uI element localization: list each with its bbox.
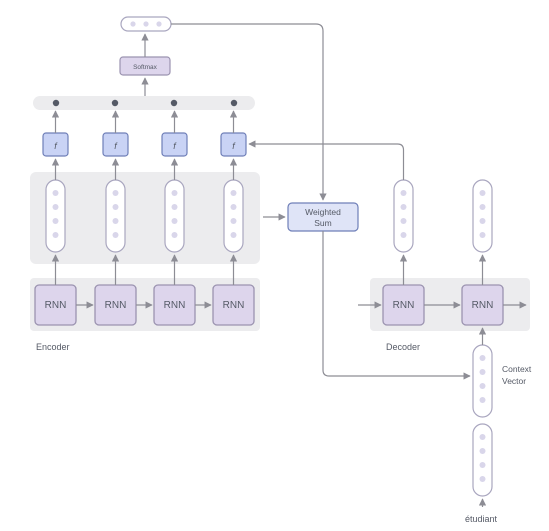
rnn-label: RNN xyxy=(45,300,67,311)
attention-dot xyxy=(230,99,238,107)
weighted-sum-label-1: Weighted xyxy=(305,207,341,217)
decoder-hidden-vector xyxy=(393,179,414,253)
rnn-label: RNN xyxy=(223,300,245,311)
score-label: f xyxy=(173,141,177,151)
score-box: f xyxy=(42,132,69,157)
input-embedding-vector xyxy=(472,423,493,497)
context-vector xyxy=(472,344,493,418)
rnn-label: RNN xyxy=(105,300,127,311)
softmax-box: Softmax xyxy=(119,56,171,76)
encoder-rnn-box: RNN xyxy=(153,284,196,326)
decoder-rnn-box: RNN xyxy=(382,284,425,326)
rnn-label: RNN xyxy=(472,300,494,311)
weighted-sum-label-2: Sum xyxy=(314,218,331,228)
encoder-hidden-vector xyxy=(164,179,185,253)
score-box: f xyxy=(220,132,247,157)
encoder-hidden-panel xyxy=(30,172,260,264)
context-vector-label-2: Vector xyxy=(502,376,526,386)
score-box: f xyxy=(102,132,129,157)
encoder-rnn-box: RNN xyxy=(34,284,77,326)
attention-dot xyxy=(52,99,60,107)
context-vector-label-1: Context xyxy=(502,364,532,374)
score-label: f xyxy=(54,141,58,151)
softmax-label: Softmax xyxy=(133,64,158,71)
arrow-icon xyxy=(51,23,527,507)
decoder-label: Decoder xyxy=(386,342,420,352)
encoder-label: Encoder xyxy=(36,342,70,352)
decoder-hidden-vector xyxy=(472,179,493,253)
score-box: f xyxy=(161,132,188,157)
input-word-label: étudiant xyxy=(465,514,498,524)
score-label: f xyxy=(114,141,118,151)
rnn-label: RNN xyxy=(393,300,415,311)
encoder-hidden-vector xyxy=(45,179,66,253)
attention-dot xyxy=(111,99,119,107)
attention-dot xyxy=(170,99,178,107)
attention-dots-bar xyxy=(33,96,255,110)
encoder-rnn-box: RNN xyxy=(94,284,137,326)
encoder-rnn-box: RNN xyxy=(212,284,255,326)
encoder-hidden-vector xyxy=(105,179,126,253)
weighted-sum-box: Weighted Sum xyxy=(287,202,359,232)
decoder-rnn-box: RNN xyxy=(461,284,504,326)
score-label: f xyxy=(232,141,236,151)
output-vector xyxy=(120,16,172,32)
encoder-hidden-vector xyxy=(223,179,244,253)
rnn-label: RNN xyxy=(164,300,186,311)
